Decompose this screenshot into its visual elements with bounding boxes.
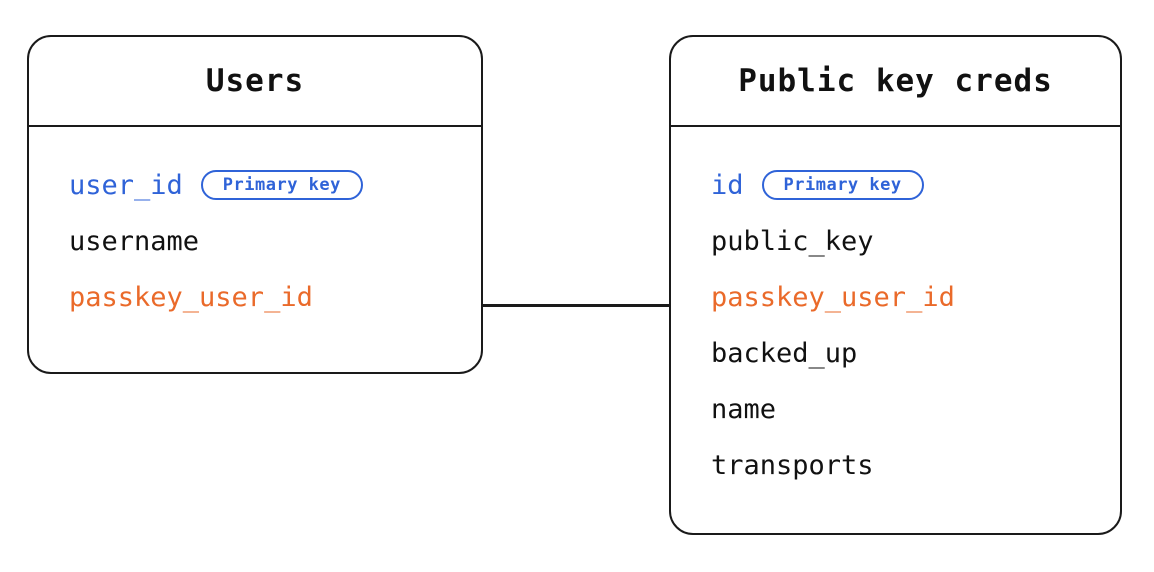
entity-users-title: Users	[205, 63, 305, 99]
primary-key-badge: Primary key	[200, 170, 363, 200]
relationship-connector-line	[483, 304, 671, 307]
field-row[interactable]: public_key	[671, 213, 1120, 269]
field-name-passkey-user-id: passkey_user_id	[69, 281, 313, 313]
field-name-passkey-user-id: passkey_user_id	[711, 281, 955, 313]
entity-public-key-creds-fields: id Primary key public_key passkey_user_i…	[671, 127, 1120, 493]
entity-public-key-creds[interactable]: Public key creds id Primary key public_k…	[669, 35, 1122, 535]
entity-public-key-creds-header: Public key creds	[671, 37, 1120, 127]
field-row[interactable]: passkey_user_id	[671, 269, 1120, 325]
field-name-transports: transports	[711, 449, 874, 481]
primary-key-badge-label: Primary key	[222, 175, 341, 195]
field-row[interactable]: user_id Primary key	[29, 157, 481, 213]
primary-key-badge-label: Primary key	[783, 175, 902, 195]
field-name-id: id	[711, 169, 744, 201]
field-row[interactable]: username	[29, 213, 481, 269]
field-row[interactable]: name	[671, 381, 1120, 437]
field-name-user-id: user_id	[69, 169, 183, 201]
field-name-username: username	[69, 225, 200, 257]
field-row[interactable]: transports	[671, 437, 1120, 493]
entity-users-header: Users	[29, 37, 481, 127]
entity-users[interactable]: Users user_id Primary key username passk…	[27, 35, 483, 374]
field-row[interactable]: id Primary key	[671, 157, 1120, 213]
entity-users-fields: user_id Primary key username passkey_use…	[29, 127, 481, 325]
field-name-public-key: public_key	[711, 225, 874, 257]
field-row[interactable]: passkey_user_id	[29, 269, 481, 325]
primary-key-badge: Primary key	[761, 170, 924, 200]
field-name-backed-up: backed_up	[711, 337, 858, 369]
field-name-name: name	[711, 393, 777, 425]
field-row[interactable]: backed_up	[671, 325, 1120, 381]
entity-public-key-creds-title: Public key creds	[738, 63, 1053, 99]
